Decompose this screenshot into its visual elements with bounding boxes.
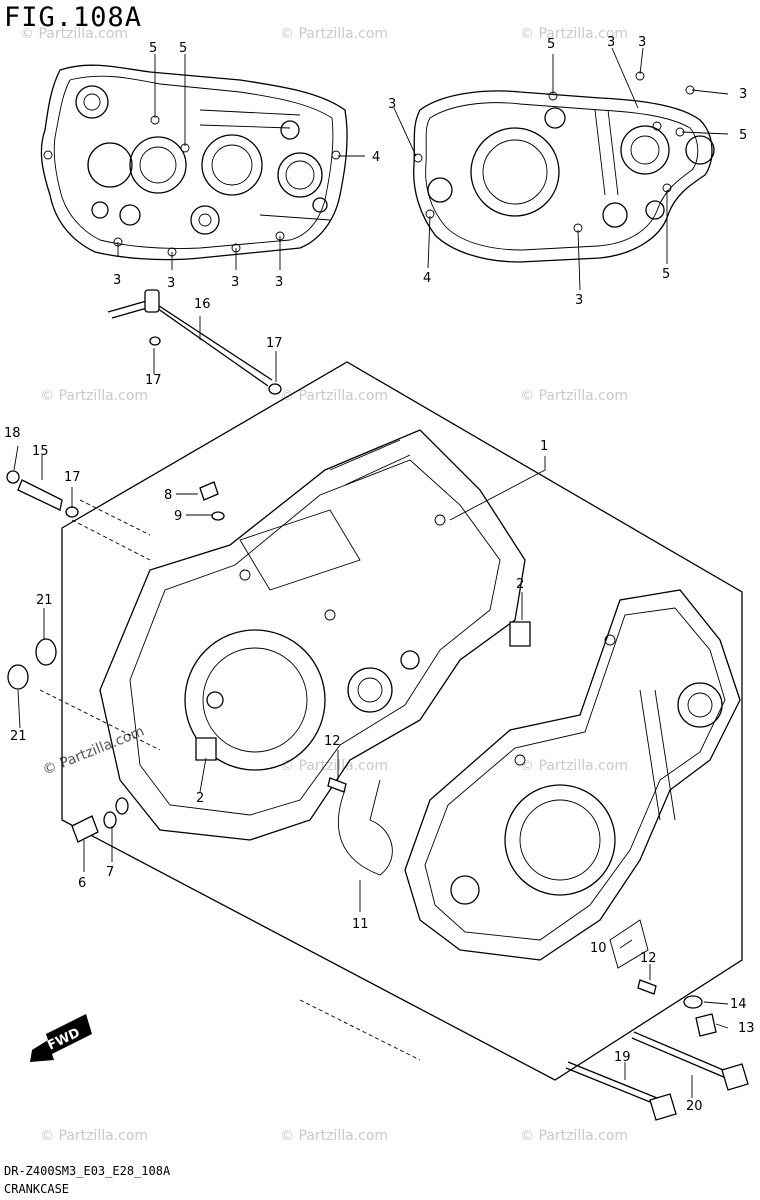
callout-3: 3 (275, 275, 283, 290)
pipe-fitting (17, 479, 63, 511)
callout-3: 3 (607, 35, 615, 50)
watermark-dark: © Partzilla.com (41, 723, 147, 778)
callout-3: 3 (231, 275, 239, 290)
plug (71, 815, 99, 843)
callout-10: 10 (590, 941, 607, 956)
callout-8: 8 (164, 488, 172, 503)
callout-3: 3 (575, 293, 583, 308)
bolt (695, 1013, 717, 1037)
callout-16: 16 (194, 297, 211, 312)
gasket (115, 797, 129, 815)
watermark: © Partzilla.com (520, 1128, 628, 1144)
callout-11: 11 (352, 917, 369, 932)
callout-9: 9 (174, 509, 182, 524)
callout-4: 4 (372, 150, 380, 165)
right-case-half-view (413, 71, 715, 263)
callout-19: 19 (614, 1050, 631, 1065)
watermark: © Partzilla.com (280, 1128, 388, 1144)
callout-3: 3 (388, 97, 396, 112)
watermark: © Partzilla.com (520, 758, 628, 774)
callout-numbers: 5 5 4 3 3 3 3 5 3 3 3 5 3 4 3 5 16 17 17… (4, 35, 755, 1114)
main-leader-lines (13, 316, 729, 1098)
o-ring (6, 470, 20, 484)
oil-jet (199, 481, 219, 501)
callout-4: 4 (423, 271, 431, 286)
figure-title: FIG.108A (4, 2, 143, 33)
callout-1: 1 (540, 439, 548, 454)
watermark: © Partzilla.com (40, 388, 148, 404)
callout-18: 18 (4, 426, 21, 441)
figure-name: CRANKCASE (4, 1182, 70, 1196)
callout-5: 5 (179, 41, 187, 56)
callout-20: 20 (686, 1099, 703, 1114)
callout-2: 2 (196, 791, 204, 806)
callout-12: 12 (640, 951, 657, 966)
breather-plate (609, 919, 649, 969)
watermark: © Partzilla.com (520, 388, 628, 404)
bushing (7, 664, 29, 690)
left-case-half-view (40, 64, 348, 261)
right-crankcase-main (404, 589, 741, 961)
callout-15: 15 (32, 444, 49, 459)
callout-5: 5 (739, 128, 747, 143)
callout-17: 17 (266, 336, 283, 351)
watermark: © Partzilla.com (20, 26, 128, 42)
watermark: © Partzilla.com (40, 1128, 148, 1144)
o-ring (149, 336, 161, 346)
callout-5: 5 (662, 267, 670, 282)
callout-2: 2 (516, 577, 524, 592)
gasket (103, 811, 117, 829)
callout-13: 13 (738, 1021, 755, 1036)
callout-21: 21 (36, 593, 53, 608)
callout-3: 3 (113, 273, 121, 288)
bolt (637, 979, 657, 995)
o-ring (65, 506, 79, 518)
watermark: © Partzilla.com (520, 26, 628, 42)
long-bolt (633, 1031, 729, 1073)
watermark: © Partzilla.com (280, 26, 388, 42)
callout-12: 12 (324, 734, 341, 749)
callout-17: 17 (145, 373, 162, 388)
callout-21: 21 (10, 729, 27, 744)
callout-3: 3 (739, 87, 747, 102)
callout-17: 17 (64, 470, 81, 485)
watermarks: © Partzilla.com © Partzilla.com © Partzi… (20, 26, 628, 1144)
dowel-pin (509, 621, 531, 647)
callout-6: 6 (78, 876, 86, 891)
forward-arrow-icon: FWD (30, 1014, 92, 1062)
callout-3: 3 (167, 276, 175, 291)
washer (683, 995, 703, 1009)
assembly-boundary-box (61, 361, 743, 1081)
callout-3: 3 (638, 35, 646, 50)
crankcase-gasket (337, 779, 393, 876)
top-leader-lines (117, 47, 729, 291)
bushing (35, 638, 57, 666)
dowel-pin (195, 737, 217, 761)
figure-code: DR-Z400SM3_E03_E28_108A (4, 1164, 171, 1178)
left-crankcase-main (99, 429, 526, 841)
o-ring (268, 383, 282, 395)
watermark: © Partzilla.com (280, 758, 388, 774)
bolt (327, 777, 347, 793)
callout-7: 7 (106, 865, 114, 880)
o-ring (211, 511, 225, 521)
callout-14: 14 (730, 997, 747, 1012)
watermark: © Partzilla.com (280, 388, 388, 404)
callout-5: 5 (149, 41, 157, 56)
small-parts (6, 289, 749, 1121)
long-bolt (567, 1061, 663, 1101)
callout-5: 5 (547, 37, 555, 52)
